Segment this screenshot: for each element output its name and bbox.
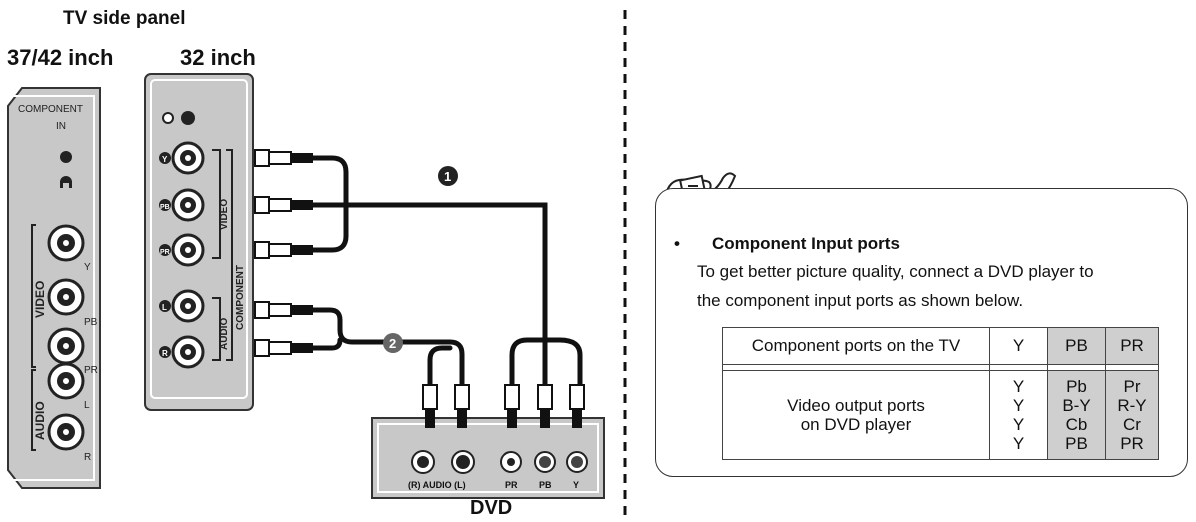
label32-audio: AUDIO — [219, 318, 230, 350]
svg-text:2: 2 — [389, 336, 396, 351]
label32-r: R — [162, 349, 168, 358]
dvd-port-pr[interactable] — [500, 451, 522, 473]
port-pb[interactable] — [47, 278, 85, 316]
ports-table: Component ports on the TV Y PB PR Video … — [722, 327, 1159, 460]
table-cell: Y — [989, 327, 1048, 365]
dvd-port-audio-r[interactable] — [411, 450, 435, 474]
dvd-label-pr: PR — [505, 480, 518, 490]
tv-panel-37-42: COMPONENT IN VIDEO Y PB PR AUDIO L R — [7, 87, 101, 489]
table-row-label: Component ports on the TV — [722, 327, 990, 365]
plugs-tv — [254, 149, 313, 357]
label32-video: VIDEO — [219, 199, 230, 230]
label32-pr: PR — [160, 249, 170, 256]
headphone-jack-icon — [60, 151, 72, 163]
table-cell: PB — [1047, 327, 1106, 365]
port32-l[interactable] — [171, 289, 205, 323]
port32-pr[interactable] — [171, 233, 205, 267]
headphone-icon — [162, 112, 174, 124]
panel-heading: TV side panel — [63, 8, 186, 29]
label-r: R — [84, 452, 91, 463]
table-row: Video output ports on DVD player Y Y Y Y… — [722, 370, 1159, 460]
note-body-line-1: To get better picture quality, connect a… — [697, 262, 1094, 281]
size-label-32: 32 inch — [180, 45, 256, 70]
label-pb: PB — [84, 317, 98, 328]
headphone-jack-icon — [181, 111, 195, 125]
note-body-line-2: the component input ports as shown below… — [697, 291, 1024, 310]
dvd-port-pb[interactable] — [534, 451, 556, 473]
port32-r[interactable] — [171, 335, 205, 369]
svg-text:1: 1 — [444, 169, 451, 184]
label-component: COMPONENT — [18, 104, 83, 115]
label-y: Y — [84, 262, 91, 273]
port32-pb[interactable] — [171, 188, 205, 222]
label-audio: AUDIO — [33, 401, 47, 440]
table-cell: Pr R-Y Cr PR — [1105, 370, 1159, 460]
label32-component: COMPONENT — [235, 265, 246, 330]
dvd-port-y[interactable] — [566, 451, 588, 473]
table-cell: PR — [1105, 327, 1159, 365]
size-label-37-42: 37/42 inch — [7, 45, 114, 70]
dvd-port-audio-l[interactable] — [451, 450, 475, 474]
label32-y: Y — [162, 155, 168, 164]
table-row-label: Video output ports on DVD player — [722, 370, 990, 460]
label-l: L — [84, 400, 90, 411]
label-pr: PR — [84, 365, 98, 376]
dvd-label-y: Y — [573, 480, 579, 490]
cable-marker-2: 2 — [383, 333, 403, 353]
label32-pb: PB — [160, 204, 170, 211]
port-y[interactable] — [47, 224, 85, 262]
bullet: • — [674, 234, 680, 253]
dvd-player: (R) AUDIO (L) PR PB Y — [371, 384, 605, 499]
cables — [309, 155, 583, 388]
label-video: VIDEO — [33, 281, 47, 318]
port32-y[interactable] — [171, 141, 205, 175]
table-row: Component ports on the TV Y PB PR — [722, 327, 1159, 365]
port-audio-l[interactable] — [47, 362, 85, 400]
tv-panel-32: Y PB PR L R VIDEO AUDIO COMPONENT — [144, 73, 254, 411]
cable-marker-1: 1 — [438, 166, 458, 186]
port-pr[interactable] — [47, 327, 85, 365]
table-cell: Y Y Y Y — [989, 370, 1048, 460]
headphone-icon — [60, 176, 72, 188]
dvd-title: DVD — [470, 497, 513, 519]
table-cell: Pb B-Y Cb PB — [1047, 370, 1106, 460]
note-title: Component Input ports — [712, 234, 900, 253]
port-audio-r[interactable] — [47, 413, 85, 451]
dvd-label-pb: PB — [539, 480, 552, 490]
label-in: IN — [56, 121, 66, 132]
dvd-label-audio: (R) AUDIO (L) — [408, 480, 466, 490]
label32-l: L — [162, 303, 167, 312]
